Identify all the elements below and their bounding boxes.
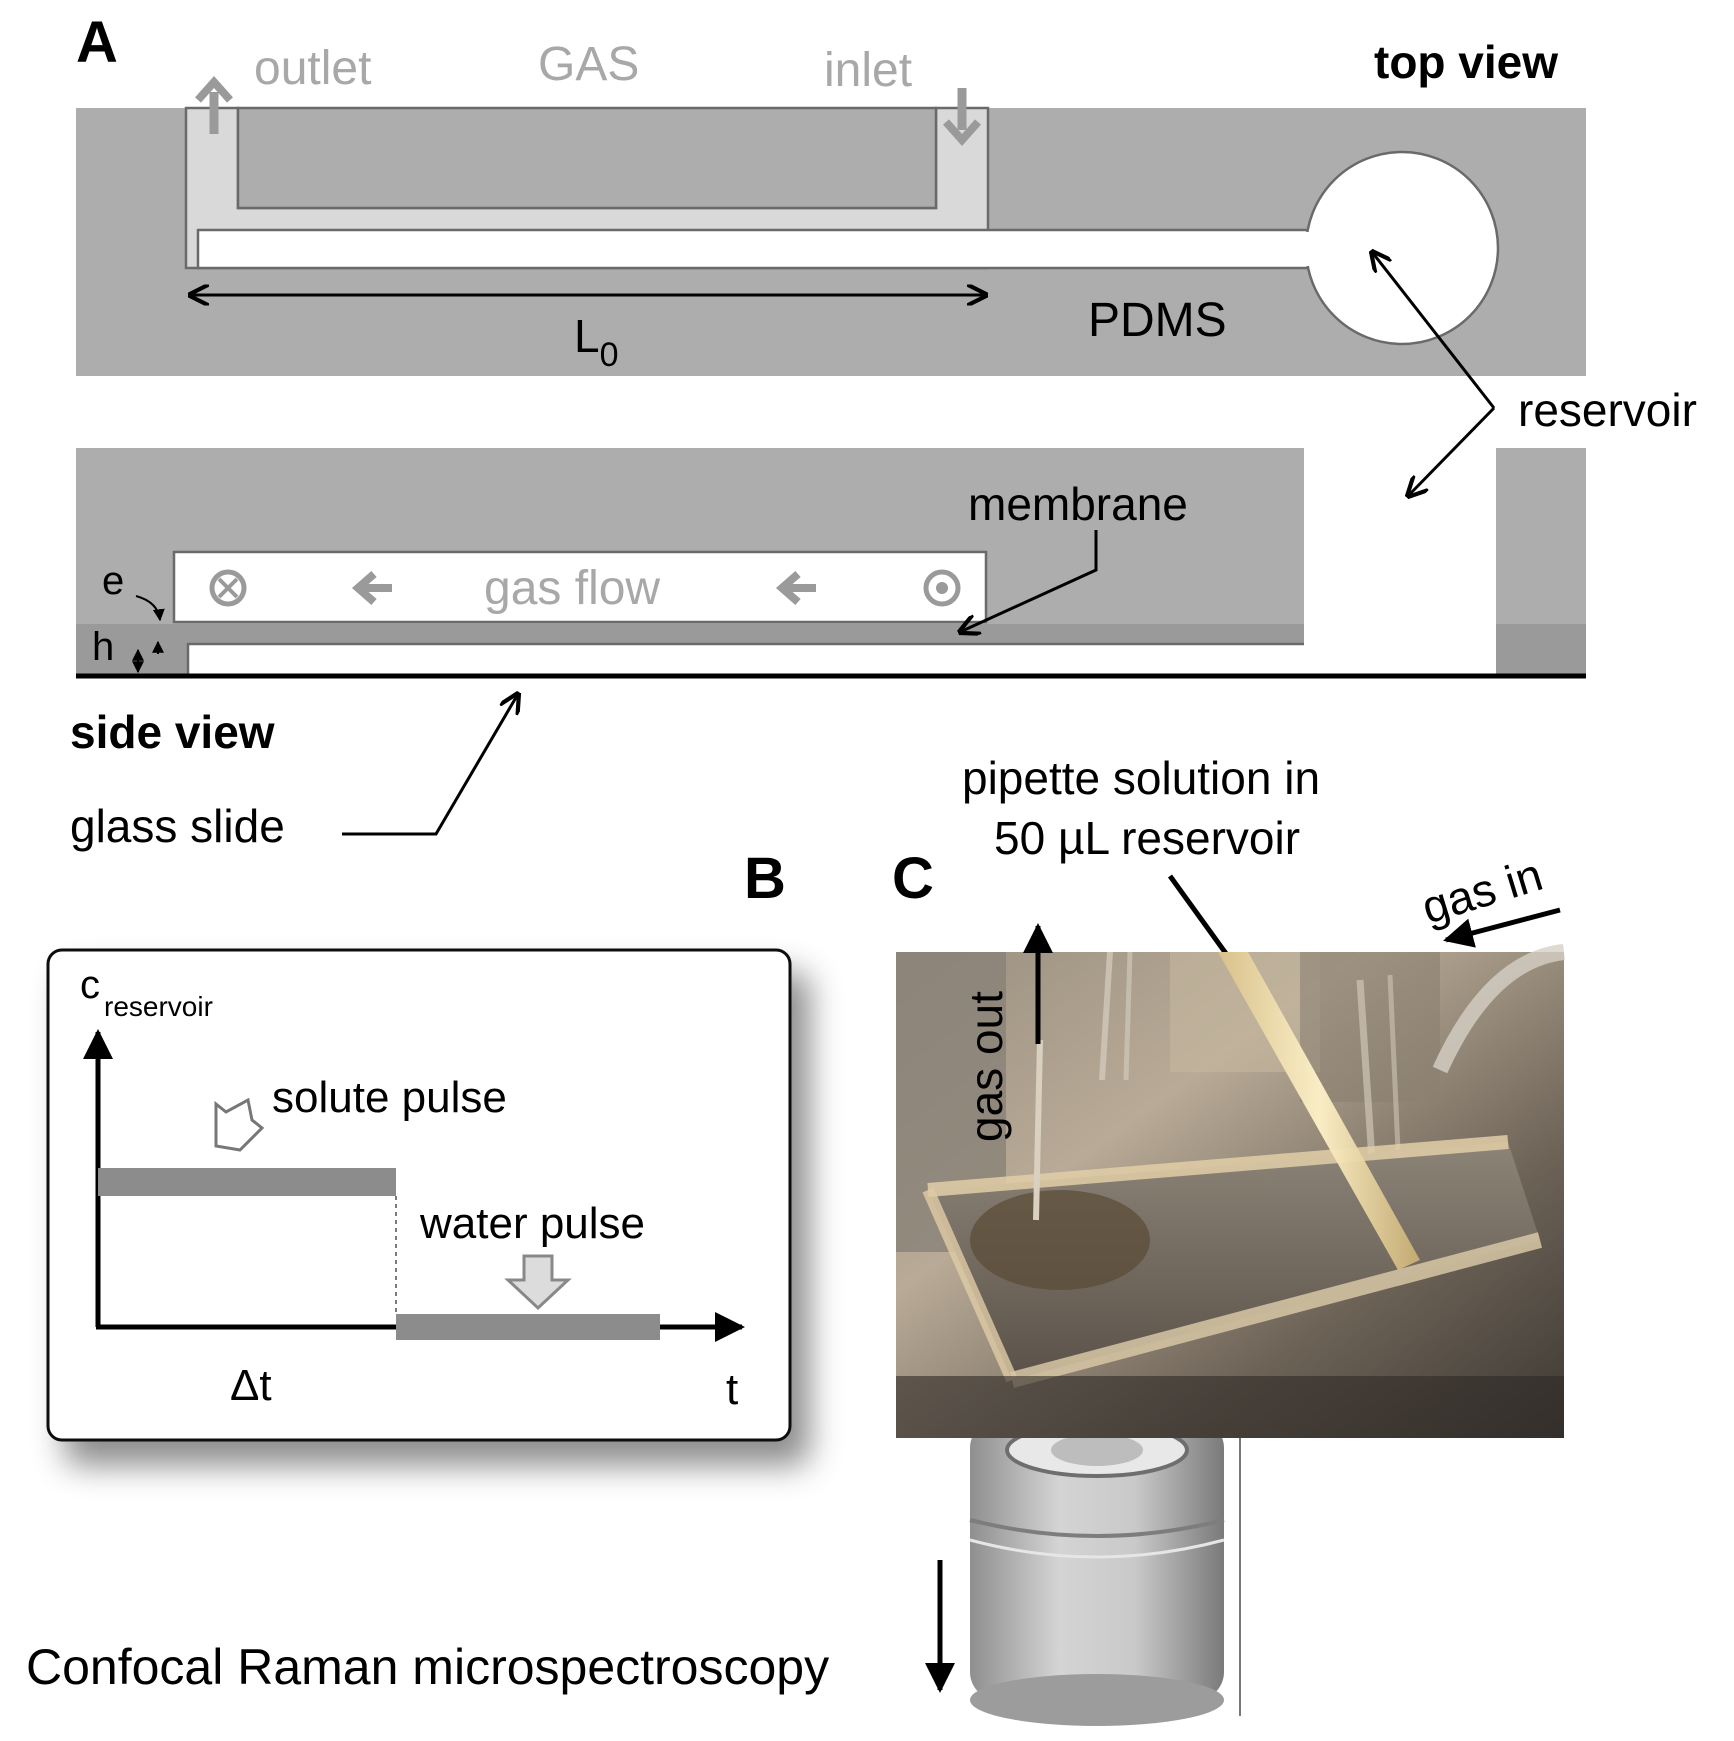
flow-into-page-icon bbox=[209, 569, 247, 607]
gas-flow-label: gas flow bbox=[484, 562, 660, 615]
photo-tube-1 bbox=[1099, 951, 1113, 1081]
objective-bottom bbox=[970, 1674, 1224, 1726]
photo-gas-out-needle bbox=[1033, 1039, 1043, 1221]
panel-c: C pipette solution in 50 µL reservoir ga… bbox=[26, 752, 1566, 1726]
reservoir-arrow-side bbox=[1408, 406, 1496, 496]
water-pulse-arrow-icon bbox=[504, 1254, 572, 1311]
side-view: gas flow membrane e h side view glass sl… bbox=[70, 448, 1586, 852]
confocal-label: Confocal Raman microspectroscopy bbox=[26, 1639, 829, 1695]
h-label: h bbox=[92, 625, 114, 669]
delta-t-label: Δt bbox=[230, 1361, 272, 1410]
flow-arrow-left-icon bbox=[351, 570, 392, 606]
photo-tube-4 bbox=[1387, 974, 1401, 1151]
reservoir-circle bbox=[1304, 150, 1500, 346]
pipette-label-line2: 50 µL reservoir bbox=[994, 812, 1300, 864]
solute-pulse-arrow-icon bbox=[214, 1097, 265, 1152]
inlet-label: inlet bbox=[824, 44, 912, 97]
top-view-label: top view bbox=[1374, 36, 1558, 88]
panel-a-label: A bbox=[76, 10, 118, 75]
membrane-strip bbox=[76, 624, 1304, 644]
solute-pulse-bar bbox=[98, 1168, 396, 1196]
water-pulse-bar bbox=[396, 1314, 660, 1340]
photo-pipette bbox=[1218, 952, 1420, 1270]
gas-in-arrow bbox=[1443, 907, 1561, 948]
photo-tray-left-edge bbox=[922, 1187, 1018, 1383]
photo-right-structure bbox=[1300, 952, 1440, 1102]
photo-tube-3 bbox=[1356, 979, 1376, 1161]
gas-out-label: gas out bbox=[960, 991, 1012, 1142]
objective-body bbox=[970, 1420, 1224, 1700]
water-pulse-label: water pulse bbox=[419, 1199, 645, 1248]
side-view-label: side view bbox=[70, 706, 275, 758]
photo-gas-in-tube bbox=[1432, 944, 1566, 1074]
gas-channel-side bbox=[172, 550, 988, 624]
pdms-right-membrane bbox=[1496, 624, 1586, 674]
solute-pulse-label: solute pulse bbox=[272, 1073, 507, 1122]
photo-base-shadow bbox=[896, 1376, 1564, 1438]
e-label: e bbox=[102, 559, 124, 603]
flow-arrow-left-icon-2 bbox=[775, 570, 816, 606]
pdms-label: PDMS bbox=[1088, 294, 1227, 347]
photo-tray-front-edge bbox=[1009, 1232, 1543, 1388]
membrane-arrow bbox=[960, 530, 1098, 632]
liquid-channel bbox=[196, 228, 1312, 270]
cross-mark-icon bbox=[217, 577, 239, 599]
membrane-label: membrane bbox=[968, 478, 1188, 530]
t-label: t bbox=[726, 1365, 738, 1414]
glass-slide-label: glass slide bbox=[70, 800, 285, 852]
photo-tube-2 bbox=[1123, 951, 1133, 1081]
glass-slide-arrow bbox=[342, 694, 518, 836]
panel-b-label: B bbox=[744, 846, 786, 911]
objective-lens bbox=[969, 1420, 1225, 1726]
reservoir-join bbox=[1300, 232, 1316, 266]
flow-out-of-page-icon bbox=[923, 569, 961, 607]
length-label: L0 bbox=[574, 310, 619, 374]
liquid-channel-outline bbox=[186, 642, 1304, 674]
pipette-label-line1: pipette solution in bbox=[962, 752, 1320, 804]
objective-lens-center bbox=[1051, 1434, 1143, 1466]
gas-channel-inner bbox=[236, 106, 938, 210]
e-arrow bbox=[135, 595, 165, 622]
panel-c-label: C bbox=[892, 846, 934, 911]
dot-mark-icon bbox=[936, 582, 948, 594]
photo-liquid-pool bbox=[970, 1190, 1150, 1290]
reservoir-arrow-top bbox=[1372, 252, 1496, 409]
objective-ring-1 bbox=[969, 1518, 1225, 1538]
pdms-block-right bbox=[1496, 448, 1586, 644]
liquid-channel-side bbox=[188, 644, 1304, 674]
inlet-arrow-icon bbox=[943, 119, 981, 147]
reservoir-label: reservoir bbox=[1518, 384, 1697, 436]
outlet-arrow-icon bbox=[195, 75, 233, 103]
objective-ring-2 bbox=[969, 1538, 1225, 1559]
photo-tray-back-edge bbox=[927, 1135, 1509, 1197]
panel-a: A outlet GAS inlet top view L0 PDMS rese… bbox=[76, 10, 1697, 496]
setup-photo bbox=[896, 944, 1566, 1438]
outlet-label: outlet bbox=[254, 42, 371, 95]
gas-label: GAS bbox=[538, 38, 639, 91]
